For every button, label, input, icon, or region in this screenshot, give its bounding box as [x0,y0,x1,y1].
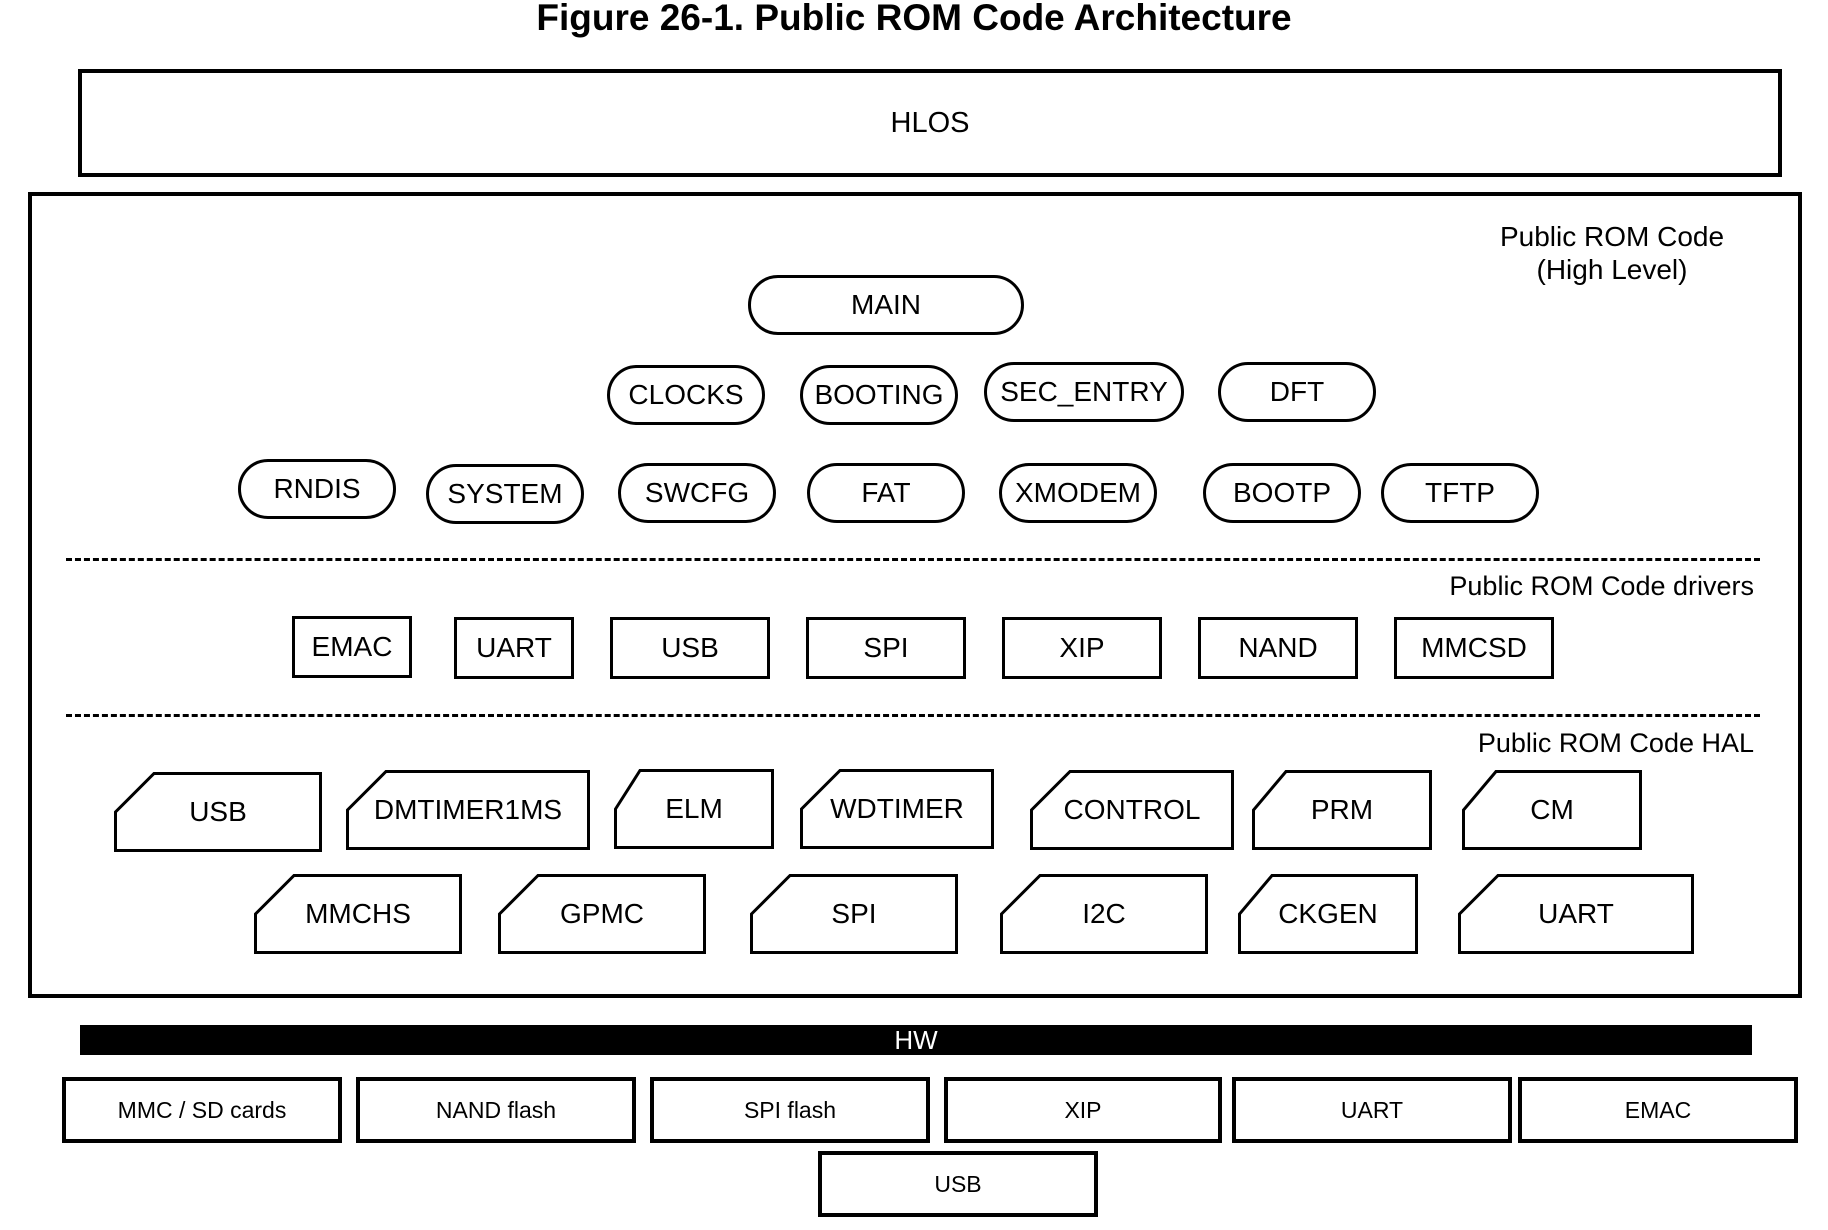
hal-elm-label: ELM [665,793,723,824]
hal-dmtimer1ms-label: DMTIMER1MS [373,794,563,825]
hal-uart: UART [1458,874,1694,954]
module-main: MAIN [748,275,1024,335]
driver-emac: EMAC [292,616,412,678]
hal-divider [66,714,1760,717]
module-clocks: CLOCKS [607,365,765,425]
hw-bar: HW [80,1025,1752,1055]
hal-cm: CM [1462,770,1642,850]
module-xmodem: XMODEM [999,463,1157,523]
hal-uart-label: UART [1538,898,1614,929]
hw-device-spi-flash: SPI flash [650,1077,930,1143]
hw-device-mmc-sd: MMC / SD cards [62,1077,342,1143]
module-rndis: RNDIS [238,459,396,519]
module-system: SYSTEM [426,464,584,524]
module-sec-entry: SEC_ENTRY [984,362,1184,422]
driver-mmcsd: MMCSD [1394,617,1554,679]
driver-usb: USB [610,617,770,679]
module-bootp: BOOTP [1203,463,1361,523]
module-swcfg: SWCFG [618,463,776,523]
hal-spi: SPI [750,874,958,954]
module-dft: DFT [1218,362,1376,422]
hal-mmchs-label: MMCHS [305,898,411,929]
hal-wdtimer: WDTIMER [800,769,994,849]
hw-device-usb: USB [818,1151,1098,1217]
hal-spi-label: SPI [831,898,877,929]
hal-gpmc-label: GPMC [560,898,644,929]
module-booting: BOOTING [800,365,958,425]
hal-control-label: CONTROL [1063,794,1201,825]
hal-i2c: I2C [1000,874,1208,954]
hlos-layer: HLOS [78,69,1782,177]
hal-usb-label: USB [189,796,247,827]
hal-gpmc: GPMC [498,874,706,954]
hw-device-emac: EMAC [1518,1077,1798,1143]
hal-ckgen-label: CKGEN [1278,898,1378,929]
rom-label-line1: Public ROM Code [1499,221,1725,252]
hal-prm: PRM [1252,770,1432,850]
hal-elm: ELM [614,769,774,849]
hal-wdtimer-label: WDTIMER [830,793,964,824]
hw-device-xip: XIP [944,1077,1222,1143]
hal-dmtimer1ms: DMTIMER1MS [346,770,590,850]
rom-high-level-label: Public ROM Code (High Level) [1462,220,1762,286]
figure-title: Figure 26-1. Public ROM Code Architectur… [536,0,1292,38]
driver-nand: NAND [1198,617,1358,679]
hal-control: CONTROL [1030,770,1234,850]
hal-label: Public ROM Code HAL [1477,728,1754,758]
hal-i2c-label: I2C [1082,898,1126,929]
public-rom-code-container: Public ROM Code (High Level) MAIN CLOCKS… [28,192,1802,998]
module-fat: FAT [807,463,965,523]
module-tftp: TFTP [1381,463,1539,523]
hal-usb: USB [114,772,322,852]
hal-prm-label: PRM [1310,794,1374,825]
hw-device-uart: UART [1232,1077,1512,1143]
hw-device-nand-flash: NAND flash [356,1077,636,1143]
rom-label-line2: (High Level) [1536,254,1688,285]
driver-uart: UART [454,617,574,679]
hal-ckgen: CKGEN [1238,874,1418,954]
drivers-label: Public ROM Code drivers [1449,571,1754,601]
driver-spi: SPI [806,617,966,679]
hal-cm-label: CM [1530,794,1574,825]
hal-mmchs: MMCHS [254,874,462,954]
driver-xip: XIP [1002,617,1162,679]
drivers-divider [66,558,1760,561]
